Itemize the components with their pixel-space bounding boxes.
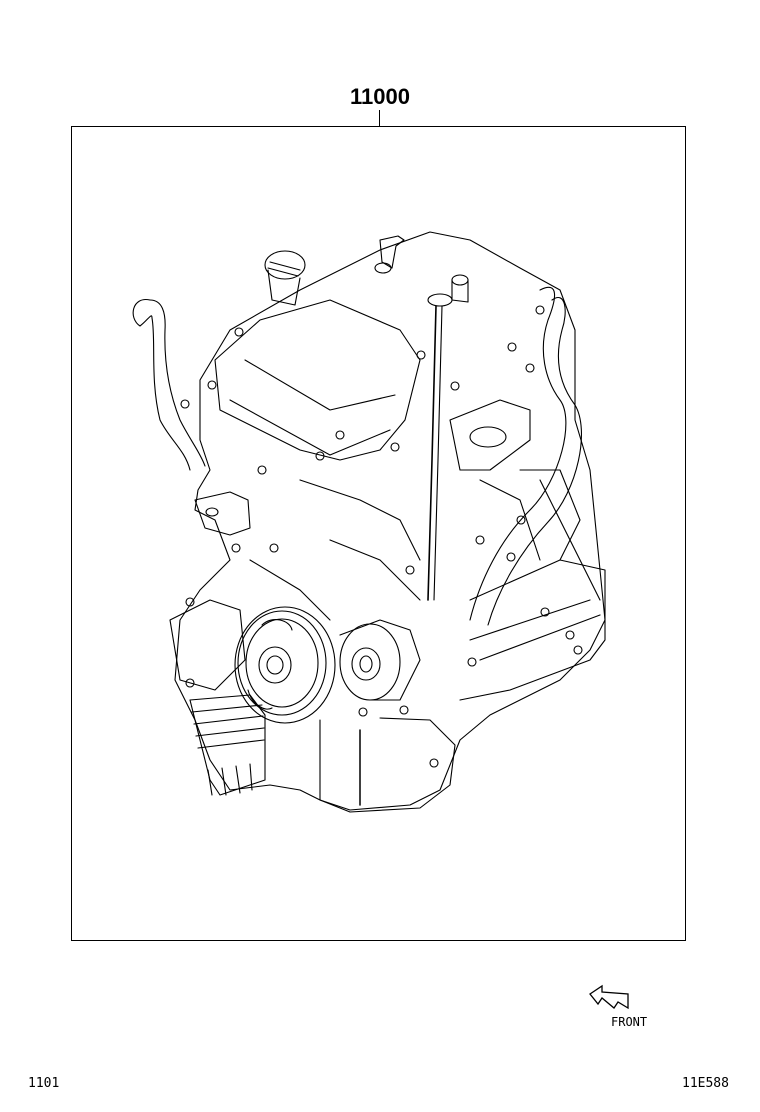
figure-code: 1101 — [28, 1076, 60, 1091]
illustration-id: 11E588 — [682, 1076, 729, 1091]
illustration-frame — [71, 126, 686, 941]
assembly-part-number[interactable]: 11000 — [350, 84, 410, 109]
front-direction-arrow-icon — [589, 984, 629, 1010]
front-label: FRONT — [611, 1015, 648, 1029]
leader-line — [379, 110, 380, 127]
